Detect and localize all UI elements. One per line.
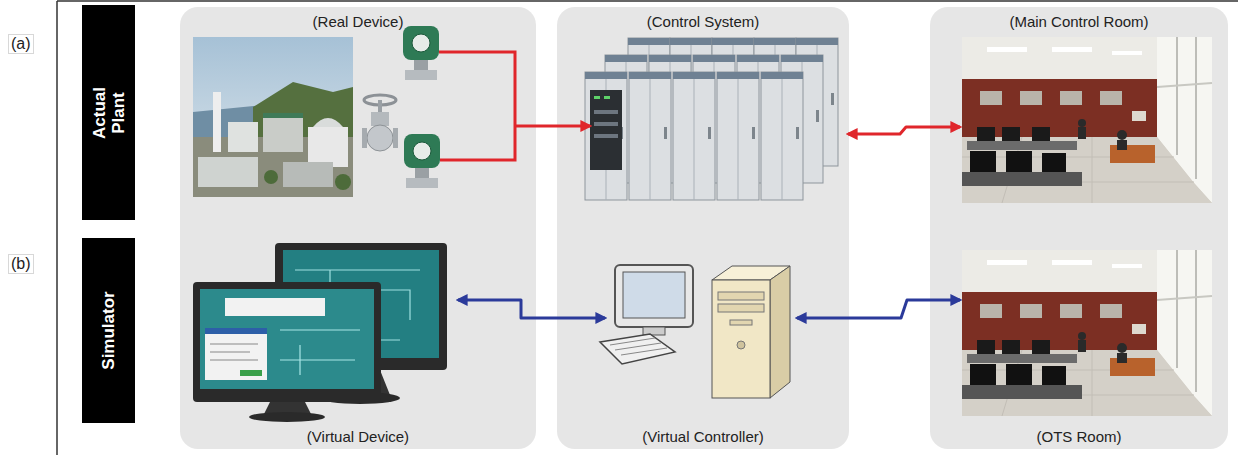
frame-lines bbox=[57, 0, 1238, 2]
signal-arrow bbox=[458, 300, 605, 318]
illustration bbox=[962, 37, 1212, 203]
virtual-device-monitors bbox=[210, 344, 258, 360]
layer-panel: (Control System) (Virtual Controller) bbox=[557, 7, 849, 449]
virtual-device-monitors bbox=[280, 330, 360, 375]
cabinet-rows bbox=[585, 38, 838, 200]
signal-wire bbox=[439, 52, 515, 160]
virtual-device-monitors bbox=[205, 328, 267, 334]
plant-photo bbox=[213, 92, 221, 152]
plant-photo bbox=[335, 174, 351, 190]
plant-photo bbox=[313, 118, 343, 127]
plant-photo bbox=[193, 37, 353, 197]
signal-arrow bbox=[515, 125, 590, 128]
signal-arrow bbox=[848, 127, 960, 134]
cabinet-rows bbox=[761, 72, 803, 200]
cabinet-rows bbox=[717, 72, 759, 200]
subfigure-label: (a) bbox=[8, 34, 34, 54]
row-label-bar: Actual Plant bbox=[82, 5, 135, 220]
virtual-device-monitors bbox=[249, 412, 325, 422]
plant-photo bbox=[228, 122, 258, 152]
layer-panel: (Main Control Room) (OTS Room) bbox=[930, 7, 1228, 449]
cabinet-rows bbox=[585, 72, 627, 200]
gate-valve bbox=[362, 128, 367, 148]
virtual-device-monitors bbox=[200, 289, 374, 389]
virtual-controller-pc bbox=[712, 280, 770, 398]
frame-lines bbox=[56, 1, 58, 455]
virtual-device-monitors bbox=[193, 282, 381, 402]
illustration bbox=[962, 250, 1212, 416]
virtual-controller-pc bbox=[615, 265, 693, 327]
plant-photo bbox=[264, 170, 278, 184]
panel-title: (Virtual Controller) bbox=[642, 428, 763, 446]
virtual-device-monitors bbox=[240, 370, 262, 376]
cabinet-rows bbox=[629, 72, 671, 200]
panel-title: (Real Device) bbox=[313, 13, 404, 31]
virtual-device-monitors bbox=[225, 298, 325, 316]
virtual-controller-pc bbox=[718, 292, 764, 300]
panel-title: (Main Control Room) bbox=[1009, 13, 1148, 31]
panel-grounds bbox=[930, 7, 1228, 449]
plant-photo bbox=[263, 113, 303, 118]
virtual-controller-pc bbox=[770, 266, 790, 398]
row-title: Actual Plant bbox=[90, 78, 128, 148]
virtual-controller-pc bbox=[623, 272, 685, 318]
row-label-bar: Simulator bbox=[82, 238, 135, 423]
signal-arrow bbox=[797, 300, 960, 318]
panel-title: (OTS Room) bbox=[1036, 428, 1121, 446]
virtual-controller-pc bbox=[600, 265, 790, 398]
virtual-controller-pc bbox=[718, 304, 764, 312]
gate-valve bbox=[362, 95, 398, 151]
gate-valve bbox=[367, 125, 393, 151]
cabinet-rows bbox=[590, 90, 622, 170]
illustration bbox=[404, 134, 440, 188]
virtual-device-monitors bbox=[205, 328, 267, 380]
panel-title: (Virtual Device) bbox=[307, 428, 409, 446]
cabinet-rows bbox=[594, 110, 618, 114]
panel-grounds bbox=[180, 7, 536, 449]
panel-grounds bbox=[180, 7, 1228, 449]
virtual-controller-pc bbox=[730, 320, 752, 325]
virtual-device-monitors bbox=[193, 243, 447, 422]
gate-valve bbox=[371, 112, 389, 126]
plant-photo bbox=[263, 117, 303, 152]
virtual-controller-pc bbox=[643, 327, 665, 335]
frame-lines bbox=[57, 1, 1238, 455]
virtual-controller-pc bbox=[600, 334, 675, 364]
layer-panel: (Real Device) (Virtual Device) bbox=[180, 7, 536, 449]
subfigure-label: (b) bbox=[8, 254, 34, 274]
plant-photo bbox=[283, 162, 333, 187]
cabinet-rows bbox=[594, 122, 618, 126]
plant-photo bbox=[308, 127, 348, 167]
virtual-controller-pc bbox=[610, 338, 667, 355]
cabinet-rows bbox=[673, 72, 715, 200]
cabinet-rows bbox=[594, 96, 600, 99]
panel-grounds bbox=[557, 7, 849, 449]
plant-photo bbox=[193, 37, 353, 197]
cabinet-rows bbox=[604, 96, 610, 99]
illustration bbox=[403, 26, 439, 80]
plant-photo bbox=[198, 157, 258, 187]
cabinet-rows bbox=[594, 134, 618, 138]
row-title: Simulator bbox=[99, 291, 118, 369]
connector-group bbox=[458, 126, 960, 318]
virtual-controller-pc bbox=[737, 341, 745, 349]
gate-valve bbox=[393, 128, 398, 148]
panel-title: (Control System) bbox=[647, 13, 760, 31]
